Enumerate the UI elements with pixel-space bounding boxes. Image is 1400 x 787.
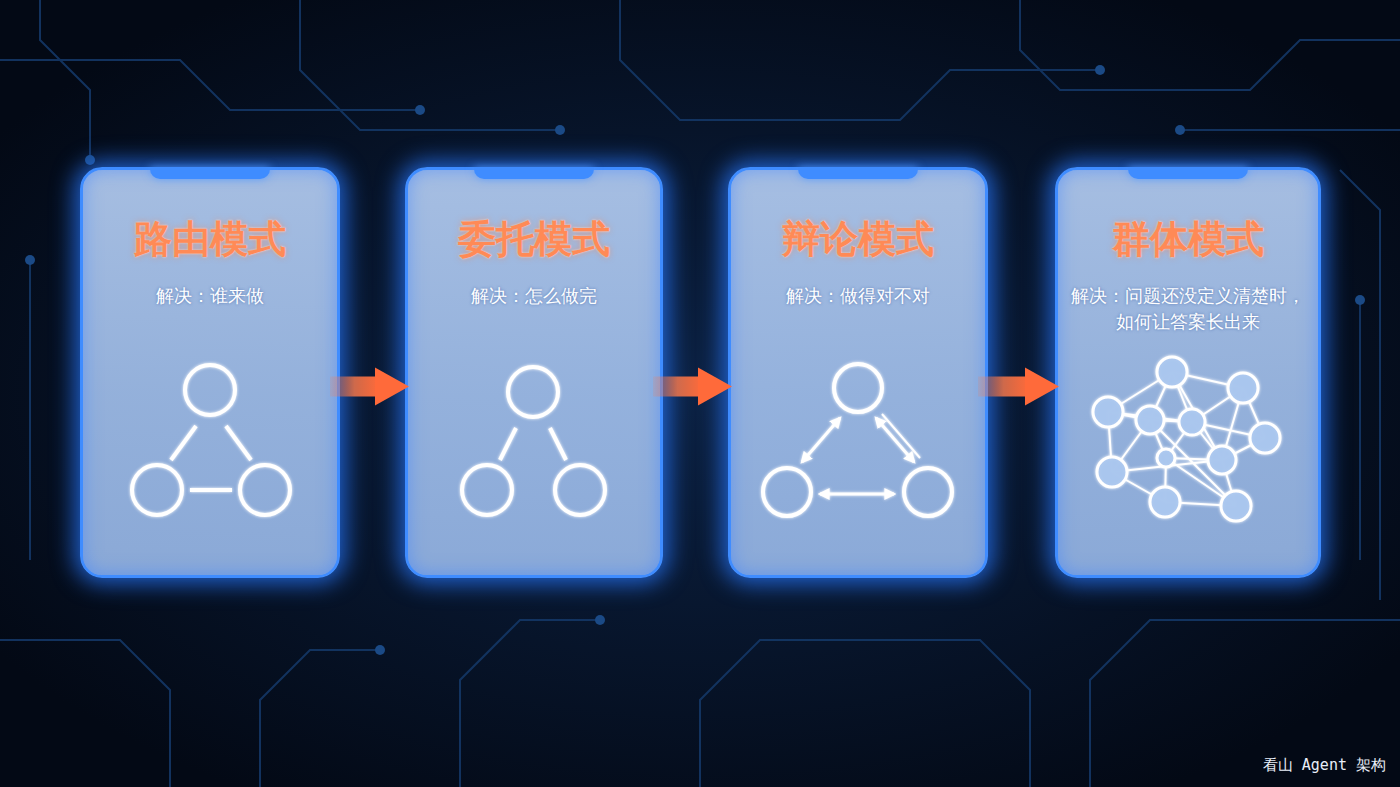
card-title: 委托模式	[408, 214, 660, 265]
card-subtitle: 解决：怎么做完	[416, 283, 652, 309]
card-notch	[798, 167, 918, 179]
arrow-head	[375, 368, 409, 406]
flow-arrow	[330, 368, 409, 406]
arrow-head	[1025, 368, 1059, 406]
pattern-card: 委托模式解决：怎么做完	[405, 167, 663, 578]
card-notch	[474, 167, 594, 179]
arrow-head	[698, 368, 732, 406]
pattern-card: 辩论模式解决：做得对不对	[728, 167, 988, 578]
flow-arrow	[653, 368, 732, 406]
card-subtitle: 解决：问题还没定义清楚时，如何让答案长出来	[1066, 283, 1310, 335]
card-title: 群体模式	[1058, 214, 1318, 265]
watermark: 看山 Agent 架构	[1263, 756, 1386, 775]
card-notch	[1128, 167, 1248, 179]
pattern-card: 路由模式解决：谁来做	[80, 167, 340, 578]
pattern-card: 群体模式解决：问题还没定义清楚时，如何让答案长出来	[1055, 167, 1321, 578]
card-subtitle: 解决：做得对不对	[740, 283, 976, 309]
card-notch	[150, 167, 270, 179]
card-subtitle: 解决：谁来做	[92, 283, 328, 309]
card-title: 辩论模式	[731, 214, 985, 265]
flow-arrow	[978, 368, 1059, 406]
card-title: 路由模式	[83, 214, 337, 265]
